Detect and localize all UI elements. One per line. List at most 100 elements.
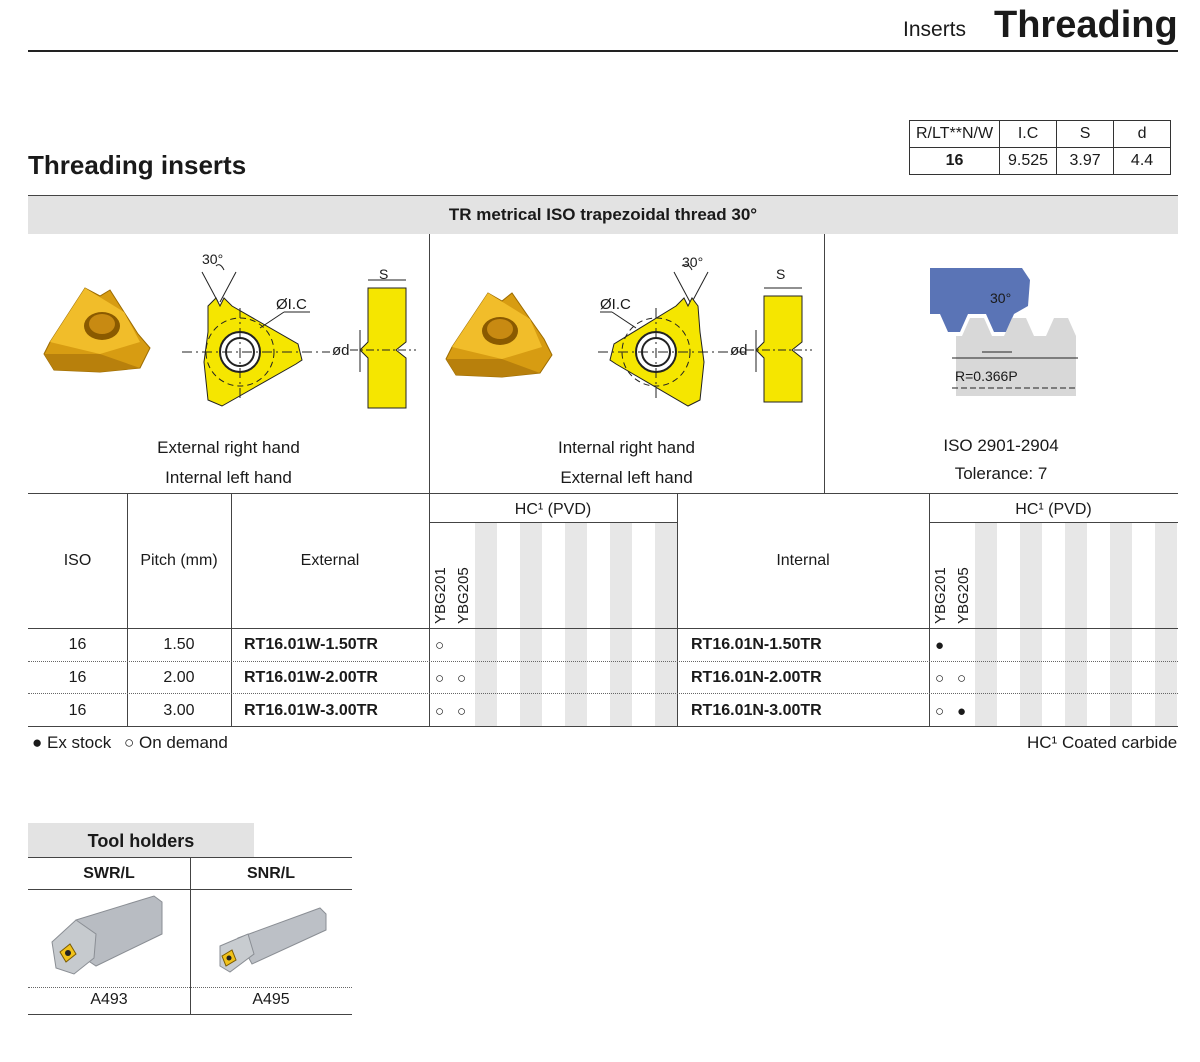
thread-profile-drawing <box>930 268 1078 396</box>
column-header-pitch: Pitch (mm) <box>140 552 218 569</box>
availability-mark: ● <box>935 637 945 654</box>
column-stripe <box>1020 522 1042 726</box>
grade-header: YBG201 <box>432 567 449 624</box>
d-label: ød <box>730 342 748 359</box>
s-label: S <box>379 266 389 282</box>
dim-header: I.C <box>999 120 1058 148</box>
divider <box>824 234 825 494</box>
pitch-cell: 3.00 <box>163 702 195 719</box>
holder-name: SNR/L <box>247 865 295 882</box>
radius-label: R=0.366P <box>955 368 1018 384</box>
angle-label: 30° <box>682 254 704 270</box>
angle-label: 30° <box>202 251 224 267</box>
column-stripe <box>565 522 587 726</box>
column-stripe <box>655 522 677 726</box>
column-stripe <box>520 522 542 726</box>
divider <box>231 494 232 726</box>
divider <box>929 494 930 726</box>
gold-insert-external-image <box>43 287 151 373</box>
rule <box>929 522 1178 523</box>
column-stripe <box>1065 522 1087 726</box>
column-stripe <box>1110 522 1132 726</box>
internal-insert-side-view <box>746 287 812 403</box>
internal-caption-line2: External left hand <box>560 468 693 487</box>
dim-value: 3.97 <box>1056 147 1115 175</box>
grade-header: YBG205 <box>455 567 472 624</box>
external-insert-side-view <box>350 279 416 409</box>
rule <box>28 1014 352 1015</box>
dim-value: 9.525 <box>999 147 1058 175</box>
external-insert-drawing <box>182 264 330 407</box>
column-header-iso: ISO <box>63 552 92 569</box>
internal-insert-drawing <box>598 264 746 407</box>
band-top-rule <box>28 195 1178 196</box>
availability-mark: ○ <box>435 637 445 654</box>
row-separator <box>28 693 1178 694</box>
divider <box>429 234 430 726</box>
row-separator <box>28 661 1178 662</box>
dimensions-table: R/LT**N/W I.C S d 16 9.525 3.97 4.4 <box>908 120 1172 175</box>
divider <box>190 857 191 1014</box>
thread-type-band: TR metrical ISO trapezoidal thread 30° <box>28 196 1178 234</box>
divider <box>127 494 128 726</box>
d-label: ød <box>332 342 350 359</box>
pitch-cell: 2.00 <box>163 669 195 686</box>
profile-caption-line2: Tolerance: 7 <box>954 464 1048 483</box>
holder-name: SWR/L <box>83 865 135 882</box>
dim-value: 4.4 <box>1113 147 1172 175</box>
column-header-external: External <box>300 552 360 569</box>
external-code-cell: RT16.01W-1.50TR <box>244 636 378 653</box>
legend-on-demand: ○ On demand <box>124 733 228 752</box>
profile-caption-line1: ISO 2901-2904 <box>943 436 1059 455</box>
holder-page-ref: A495 <box>252 991 290 1008</box>
rule <box>28 726 1178 727</box>
external-code-cell: RT16.01W-2.00TR <box>244 669 378 686</box>
external-caption-line1: External right hand <box>157 438 300 457</box>
dim-header: S <box>1056 120 1115 148</box>
holder-page-ref: A493 <box>90 991 128 1008</box>
dim-value: 16 <box>908 147 1001 175</box>
s-label: S <box>776 266 786 282</box>
ic-label: ØI.C <box>600 296 631 313</box>
dim-header: R/LT**N/W <box>908 120 1001 148</box>
dim-header: d <box>1113 120 1172 148</box>
rule <box>28 493 1178 494</box>
ic-label: ØI.C <box>276 296 307 313</box>
grade-header: YBG201 <box>932 567 949 624</box>
grade-group-header: HC¹ (PVD) <box>514 501 592 518</box>
iso-cell: 16 <box>68 669 87 686</box>
availability-mark: ○ <box>935 703 945 720</box>
rule <box>28 628 1178 629</box>
availability-mark: ○ <box>935 670 945 687</box>
legend-ex-stock: ● Ex stock <box>32 733 112 752</box>
column-stripe <box>975 522 997 726</box>
availability-mark: ○ <box>435 670 445 687</box>
divider <box>677 494 678 726</box>
iso-cell: 16 <box>68 702 87 719</box>
internal-code-cell: RT16.01N-1.50TR <box>691 636 822 653</box>
legend-coated-carbide: HC¹ Coated carbide <box>1027 733 1178 752</box>
availability-mark: ○ <box>457 670 467 687</box>
pitch-cell: 1.50 <box>163 636 195 653</box>
availability-mark: ○ <box>457 703 467 720</box>
gold-insert-internal-image <box>445 292 553 378</box>
column-stripe <box>610 522 632 726</box>
column-stripe <box>475 522 497 726</box>
internal-caption-line1: Internal right hand <box>557 438 696 457</box>
availability-mark: ● <box>957 703 967 720</box>
column-header-internal: Internal <box>776 552 830 569</box>
header-rule <box>28 50 1178 52</box>
availability-mark: ○ <box>957 670 967 687</box>
header-section-label: Inserts <box>903 18 967 41</box>
grade-header: YBG205 <box>955 567 972 624</box>
rule <box>429 522 677 523</box>
internal-code-cell: RT16.01N-3.00TR <box>691 702 822 719</box>
internal-code-cell: RT16.01N-2.00TR <box>691 669 822 686</box>
availability-mark: ○ <box>435 703 445 720</box>
external-code-cell: RT16.01W-3.00TR <box>244 702 378 719</box>
page-title: Threading inserts <box>28 150 247 180</box>
iso-cell: 16 <box>68 636 87 653</box>
grade-group-header: HC¹ (PVD) <box>1015 501 1092 518</box>
column-stripe <box>1155 522 1177 726</box>
snr-holder-image <box>219 907 327 973</box>
